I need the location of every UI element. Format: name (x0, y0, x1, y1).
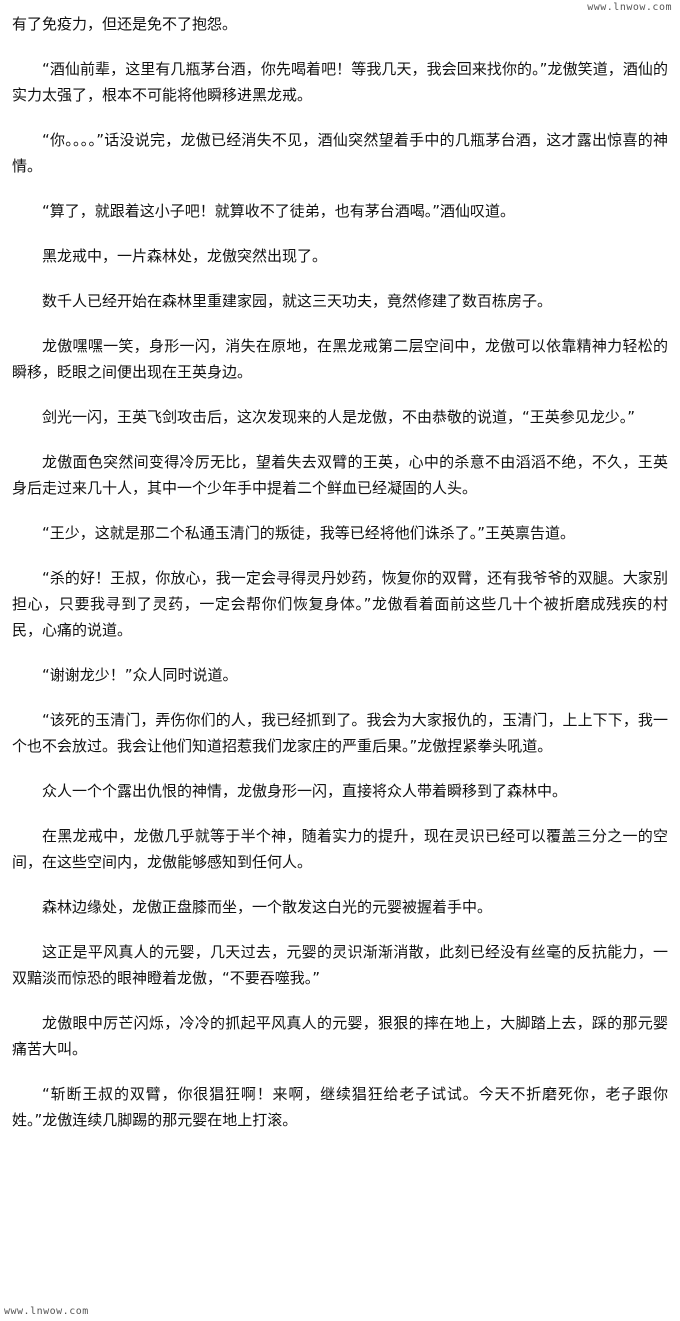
paragraph: 剑光一闪，王英飞剑攻击后，这次发现来的人是龙傲，不由恭敬的说道，“王英参见龙少。… (42, 408, 636, 426)
paragraph: “斩断王叔的双臂，你很猖狂啊！来啊，继续猖狂给老子试试。今天不折磨死你，老子跟你… (12, 1085, 668, 1129)
paragraph: 龙傲嘿嘿一笑，身形一闪，消失在原地，在黑龙戒第二层空间中，龙傲可以依靠精神力轻松… (12, 337, 668, 381)
paragraph: “杀的好！王叔，你放心，我一定会寻得灵丹妙药，恢复你的双臂，还有我爷爷的双腿。大… (12, 569, 668, 639)
paragraph: “谢谢龙少！”众人同时说道。 (42, 666, 238, 684)
watermark-bottom: www.lnwow.com (4, 1306, 89, 1317)
paragraph: 这正是平风真人的元婴，几天过去，元婴的灵识渐渐消散，此刻已经没有丝毫的反抗能力，… (12, 943, 668, 987)
paragraph: 龙傲面色突然间变得冷厉无比，望着失去双臂的王英，心中的杀意不由滔滔不绝，不久，王… (12, 453, 668, 497)
article-body: 有了免疫力，但还是免不了抱怨。 “酒仙前辈，这里有几瓶茅台酒，你先喝着吧！等我几… (12, 0, 668, 1133)
paragraph: 龙傲眼中厉芒闪烁，冷冷的抓起平风真人的元婴，狠狠的摔在地上，大脚踏上去，踩的那元… (12, 1014, 668, 1058)
paragraph: 黑龙戒中，一片森林处，龙傲突然出现了。 (42, 247, 328, 265)
paragraph: 数千人已经开始在森林里重建家园，就这三天功夫，竟然修建了数百栋房子。 (42, 292, 553, 310)
paragraph: “王少，这就是那二个私通玉清门的叛徒，我等已经将他们诛杀了。”王英禀告道。 (42, 524, 576, 542)
paragraph: 众人一个个露出仇恨的神情，龙傲身形一闪，直接将众人带着瞬移到了森林中。 (42, 782, 568, 800)
paragraph: “你。。。。”话没说完，龙傲已经消失不见，酒仙突然望着手中的几瓶茅台酒，这才露出… (12, 131, 668, 175)
paragraph: “酒仙前辈，这里有几瓶茅台酒，你先喝着吧！等我几天，我会回来找你的。”龙傲笑道，… (12, 60, 668, 104)
paragraph: “该死的玉清门，弄伤你们的人，我已经抓到了。我会为大家报仇的，玉清门，上上下下，… (12, 711, 668, 755)
paragraph: 森林边缘处，龙傲正盘膝而坐，一个散发这白光的元婴被握着手中。 (42, 898, 493, 916)
paragraph: “算了，就跟着这小子吧！就算收不了徒弟，也有茅台酒喝。”酒仙叹道。 (42, 202, 516, 220)
paragraph: 有了免疫力，但还是免不了抱怨。 (12, 15, 238, 33)
watermark-top: www.lnwow.com (587, 2, 672, 13)
paragraph: 在黑龙戒中，龙傲几乎就等于半个神，随着实力的提升，现在灵识已经可以覆盖三分之一的… (12, 827, 668, 871)
